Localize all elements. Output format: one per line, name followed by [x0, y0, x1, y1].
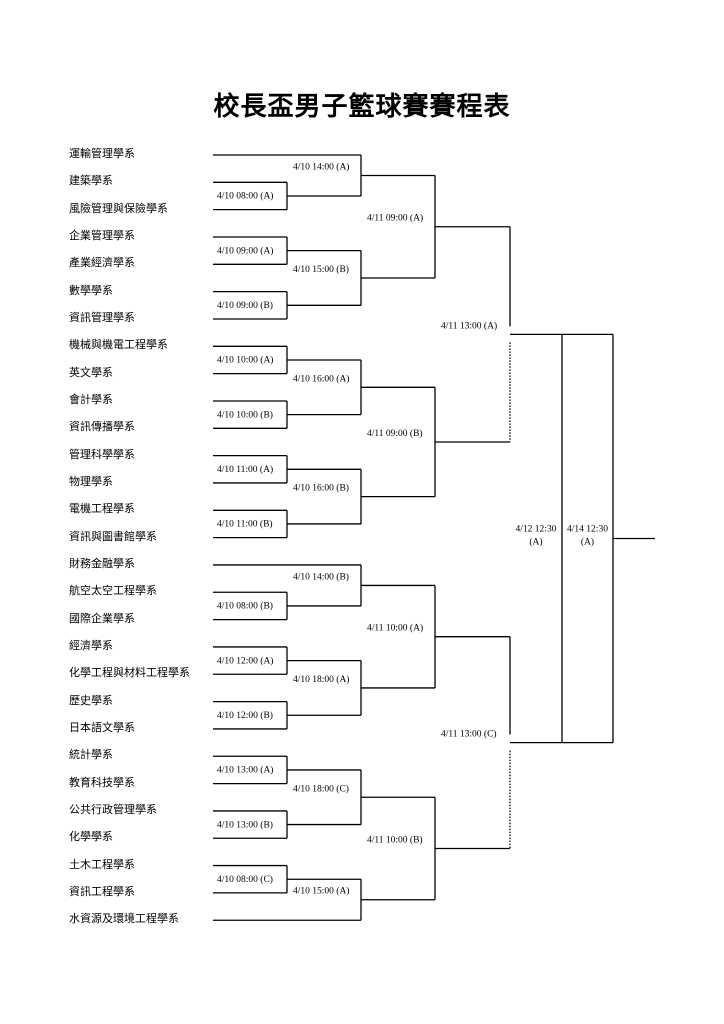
team-name: 運輸管理學系 [69, 147, 135, 160]
r3-match-label: 4/11 09:00 (B) [367, 428, 423, 439]
r1-match-label: 4/10 12:00 (B) [217, 710, 273, 721]
r1-match-label: 4/10 08:00 (A) [217, 191, 273, 202]
r2-match-label: 4/10 18:00 (C) [293, 783, 349, 794]
r3-match-label: 4/11 10:00 (B) [367, 834, 423, 845]
team-name: 資訊管理學系 [69, 310, 135, 324]
team-name: 機械與機電工程學系 [69, 338, 168, 352]
team-name: 電機工程學系 [69, 502, 135, 516]
team-name: 統計學系 [69, 748, 113, 762]
team-name: 管理科學學系 [69, 447, 135, 461]
r2-match-label: 4/10 14:00 (A) [293, 161, 349, 172]
team-name: 航空太空工程學系 [69, 584, 157, 598]
team-name: 資訊工程學系 [69, 884, 135, 898]
third-place-date: 4/12 12:30 [516, 524, 557, 534]
team-name: 歷史學系 [69, 693, 113, 707]
r1-match-label: 4/10 11:00 (A) [217, 464, 273, 475]
team-name: 教育科技學系 [69, 775, 135, 789]
team-name: 化學學系 [69, 830, 113, 844]
r2-match-label: 4/10 16:00 (A) [293, 373, 349, 384]
r1-match-label: 4/10 13:00 (A) [217, 765, 273, 776]
team-name: 會計學系 [69, 392, 113, 406]
r1-match-label: 4/10 08:00 (B) [217, 601, 273, 612]
team-name: 資訊與圖書館學系 [69, 529, 157, 543]
team-name: 國際企業學系 [69, 611, 135, 625]
r1-match-label: 4/10 08:00 (C) [217, 874, 273, 885]
team-name: 經濟學系 [69, 638, 113, 652]
team-name: 財務金融學系 [69, 556, 135, 570]
third-place-court: (A) [529, 536, 542, 547]
r2-match-label: 4/10 15:00 (A) [293, 886, 349, 897]
team-name: 數學學系 [69, 283, 113, 297]
team-name: 物理學系 [69, 474, 113, 488]
team-name: 建築學系 [69, 174, 113, 188]
team-name: 英文學系 [69, 365, 113, 379]
r1-match-label: 4/10 11:00 (B) [217, 519, 273, 530]
r1-match-label: 4/10 09:00 (A) [217, 245, 273, 256]
sf-match-label: 4/11 13:00 (C) [441, 729, 497, 740]
r1-match-label: 4/10 10:00 (B) [217, 409, 273, 420]
r2-match-label: 4/10 15:00 (B) [293, 264, 349, 275]
page-title: 校長盃男子籃球賽賽程表 [213, 92, 511, 122]
team-name: 產業經濟學系 [69, 256, 135, 270]
final-date: 4/14 12:30 [567, 524, 608, 534]
team-name: 資訊傳播學系 [69, 420, 135, 434]
r1-match-label: 4/10 12:00 (A) [217, 655, 273, 666]
team-name: 土木工程學系 [69, 857, 135, 871]
r2-match-label: 4/10 14:00 (B) [293, 571, 349, 582]
team-name: 水資源及環境工程學系 [69, 912, 179, 926]
r2-match-label: 4/10 16:00 (B) [293, 483, 349, 494]
team-name: 化學工程與材料工程學系 [69, 666, 190, 680]
r1-match-label: 4/10 13:00 (B) [217, 819, 273, 830]
team-name: 公共行政管理學系 [69, 802, 157, 816]
r3-match-label: 4/11 10:00 (A) [367, 623, 423, 634]
sf-match-label: 4/11 13:00 (A) [441, 320, 497, 331]
team-name: 日本語文學系 [69, 720, 135, 734]
r1-match-label: 4/10 09:00 (B) [217, 300, 273, 311]
final-court: (A) [581, 536, 594, 547]
team-name: 企業管理學系 [69, 228, 135, 242]
r1-match-label: 4/10 10:00 (A) [217, 355, 273, 366]
r3-match-label: 4/11 09:00 (A) [367, 213, 423, 224]
team-name: 風險管理與保險學系 [69, 201, 168, 215]
r2-match-label: 4/10 18:00 (A) [293, 674, 349, 685]
